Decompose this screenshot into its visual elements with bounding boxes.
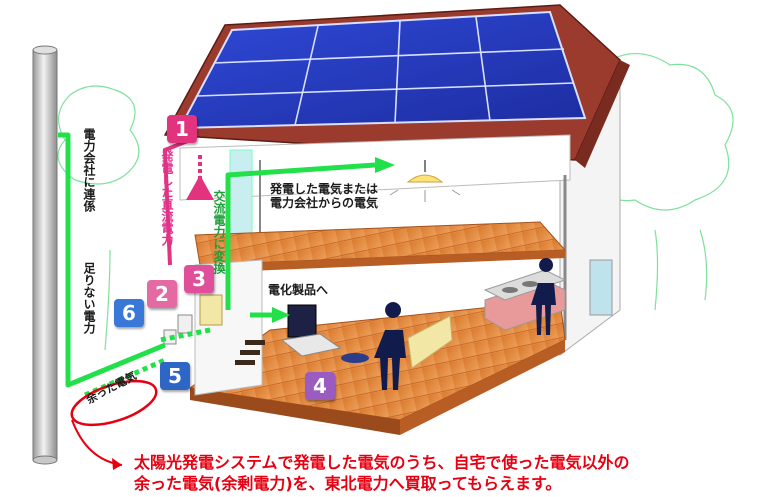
label-electricity-source-line1: 発電した電気または bbox=[270, 182, 379, 196]
label-grid-link: 電力会社に連係 bbox=[82, 128, 96, 212]
caption-line1: 太陽光発電システムで発電した電気のうち、自宅で使った電気以外の bbox=[134, 453, 630, 472]
green-flow-dashed bbox=[83, 327, 211, 398]
utility-pole bbox=[32, 49, 58, 461]
badge-6: 6 bbox=[114, 299, 144, 327]
pointer-arrow bbox=[71, 419, 123, 466]
sofa bbox=[407, 315, 453, 369]
tv bbox=[287, 304, 317, 338]
label-ac-convert: 交流電力に変換 bbox=[212, 190, 226, 274]
label-appliances: 電化製品へ bbox=[268, 283, 329, 297]
tree-outline-left bbox=[57, 85, 140, 351]
label-shortage: 足りない電力 bbox=[82, 262, 96, 334]
badge-1: 1 bbox=[167, 115, 197, 143]
badge-2: 2 bbox=[147, 280, 177, 308]
power-conditioner bbox=[199, 294, 223, 326]
solar-panel-array bbox=[178, 10, 587, 130]
surplus-highlight-ellipse bbox=[70, 379, 158, 427]
caption-line2: 余った電気(余剰電力)を、東北電力へ買取ってもらえます。 bbox=[134, 474, 562, 493]
green-flow-lines bbox=[58, 132, 376, 388]
meter bbox=[177, 314, 193, 334]
label-electricity-source-line2: 電力会社からの電気 bbox=[270, 196, 379, 210]
badge-4: 4 bbox=[305, 372, 335, 400]
person-adult bbox=[374, 302, 406, 390]
label-electricity-source: 発電した電気または 電力会社からの電気 bbox=[270, 182, 378, 210]
label-dc-power: 発電した直流電力 bbox=[160, 150, 174, 246]
badge-5: 5 bbox=[160, 362, 190, 390]
badge-3: 3 bbox=[184, 265, 214, 293]
person-kitchen bbox=[531, 258, 556, 335]
ceiling-lamp bbox=[406, 174, 444, 183]
dc-flow-arrow bbox=[162, 138, 191, 266]
surplus-caption: 太陽光発電システムで発電した電気のうち、自宅で使った電気以外の 余った電気(余剰… bbox=[134, 452, 756, 494]
